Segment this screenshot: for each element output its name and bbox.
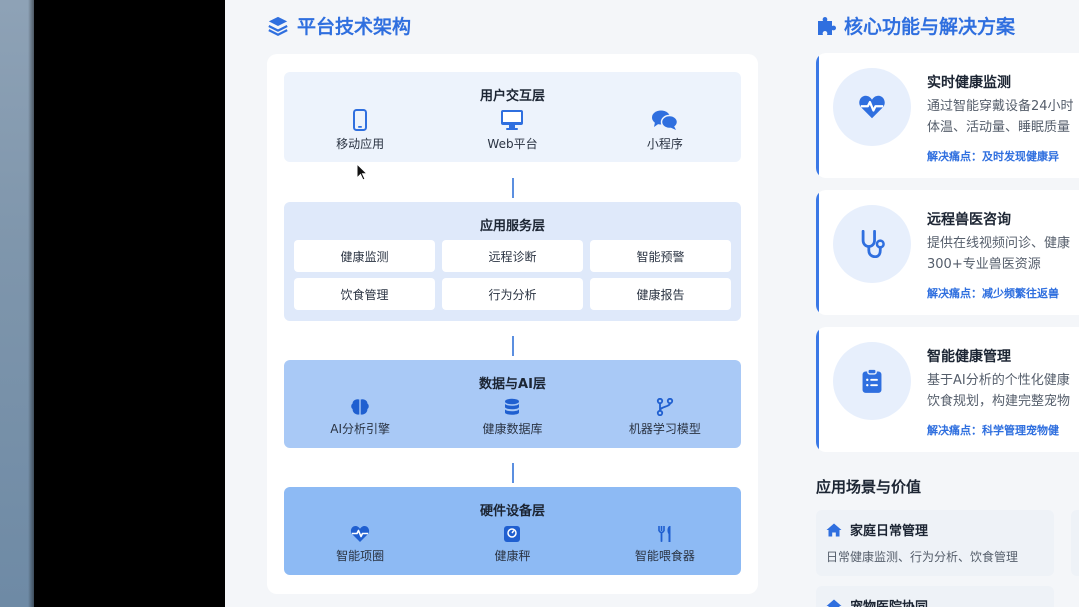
feature-card-realtime-monitoring[interactable]: 实时健康监测 通过智能穿戴设备24小时 体温、活动量、睡眠质量 解决痛点：及时发… [816,53,1079,178]
desktop-icon [501,110,524,130]
card-accent-bar [816,53,819,178]
service-chip: 行为分析 [442,278,583,310]
features-title: 核心功能与解决方案 [844,16,1016,38]
layer-item-label: 小程序 [646,137,683,151]
mouse-cursor-icon [356,163,368,181]
layers-icon [268,16,288,36]
layer-title: 应用服务层 [479,219,545,234]
scenario-card-hospital[interactable]: 宠物医院协同 [816,586,1054,607]
feature-title: 远程兽医咨询 [927,212,1011,228]
layer-item-miniprogram: 小程序 [589,109,741,152]
feature-desc-line: 体温、活动量、睡眠质量 [927,120,1071,135]
layer-item-mobile: 移动应用 [284,109,436,152]
puzzle-icon [818,16,836,35]
feature-title: 实时健康监测 [927,75,1011,91]
layer-title: 硬件设备层 [479,504,545,519]
clipboard-icon [862,368,882,393]
card-accent-bar [816,327,819,452]
layer-hardware: 硬件设备层 智能项圈 健康秤 [284,487,741,575]
layer-application-services: 应用服务层 健康监测 远程诊断 智能预警 饮食管理 行为分析 健康报告 [284,202,741,321]
architecture-title: 平台技术架构 [297,16,412,38]
hospital-icon [826,599,842,607]
layer-item-ai-engine: AI分析引擎 [284,398,436,437]
layer-item-smart-feeder: 智能喂食器 [589,525,741,564]
feature-icon-badge [833,342,911,420]
branch-icon [656,398,673,416]
layer-data-ai: 数据与AI层 AI分析引擎 健康数据库 [284,360,741,448]
feature-desc-line: 饮食规划，构建完整宠物 [927,394,1071,409]
mobile-icon [353,109,368,131]
layer-connector [512,336,514,356]
chat-icon [651,110,679,130]
scale-icon [504,526,521,542]
home-icon [826,523,842,536]
layer-item-label: 健康数据库 [482,422,543,436]
feature-title: 智能健康管理 [927,349,1011,365]
service-chip: 健康报告 [590,278,731,310]
scenario-card-partial[interactable] [1071,510,1079,576]
scenario-header: 家庭日常管理 [826,520,928,539]
scenario-desc: 日常健康监测、行为分析、饮食管理 [826,550,1019,564]
layer-item-health-database: 健康数据库 [436,398,588,437]
utensils-icon [658,526,671,542]
feature-desc-line: 提供在线视频问诊、健康 [927,236,1071,251]
layer-connector [512,463,514,483]
feature-pain-point: 解决痛点：及时发现健康异 [927,150,1059,163]
layer-item-ml-model: 机器学习模型 [589,398,741,437]
layer-user-interaction: 用户交互层 移动应用 Web平台 [284,72,741,162]
layer-item-web: Web平台 [436,109,588,152]
architecture-card: 用户交互层 移动应用 Web平台 [267,54,758,594]
service-chip: 饮食管理 [294,278,435,310]
layer-item-label: 智能喂食器 [634,549,695,563]
service-chip: 远程诊断 [442,240,583,272]
service-chip: 智能预警 [590,240,731,272]
scenario-header: 宠物医院协同 [826,596,928,607]
scenario-title: 家庭日常管理 [850,524,929,539]
feature-pain-point: 解决痛点：减少频繁往返兽 [927,287,1059,300]
scenario-title: 宠物医院协同 [850,596,928,607]
feature-pain-point: 解决痛点：科学管理宠物健 [927,424,1059,437]
layer-title: 用户交互层 [479,89,545,104]
feature-card-remote-vet[interactable]: 远程兽医咨询 提供在线视频问诊、健康 300+专业兽医资源 解决痛点：减少频繁往… [816,190,1079,315]
layer-item-label: Web平台 [487,137,538,151]
features-heading: 核心功能与解决方案 [816,12,1015,39]
brain-icon [351,399,369,415]
layer-item-label: 健康秤 [494,549,531,563]
layer-title: 数据与AI层 [479,377,546,392]
card-accent-bar [816,190,819,315]
feature-card-smart-health[interactable]: 智能健康管理 基于AI分析的个性化健康 饮食规划，构建完整宠物 解决痛点：科学管… [816,327,1079,452]
feature-icon-badge [833,205,911,283]
page: 平台技术架构 用户交互层 移动应用 [225,0,1079,607]
layer-item-health-scale: 健康秤 [436,525,588,564]
feature-icon-badge [833,68,911,146]
scenario-card-home[interactable]: 家庭日常管理 日常健康监测、行为分析、饮食管理 [816,510,1054,576]
architecture-heading: 平台技术架构 [267,12,411,39]
layer-item-label: 智能项圈 [336,549,385,563]
layer-item-label: 机器学习模型 [628,422,701,436]
scenarios-title: 应用场景与价值 [816,478,922,496]
database-icon [505,398,520,415]
layer-item-smart-collar: 智能项圈 [284,525,436,564]
service-chip: 健康监测 [294,240,435,272]
feature-desc-line: 通过智能穿戴设备24小时 [927,99,1074,114]
layer-item-label: AI分析引擎 [330,422,391,436]
desktop-background [0,0,34,607]
feature-desc-line: 300+专业兽医资源 [927,257,1041,272]
feature-desc-line: 基于AI分析的个性化健康 [927,373,1070,388]
layer-item-label: 移动应用 [336,137,385,151]
stethoscope-icon [861,230,885,258]
heart-pulse-icon [859,95,885,119]
heart-pulse-icon [351,526,370,542]
layer-connector [512,178,514,198]
